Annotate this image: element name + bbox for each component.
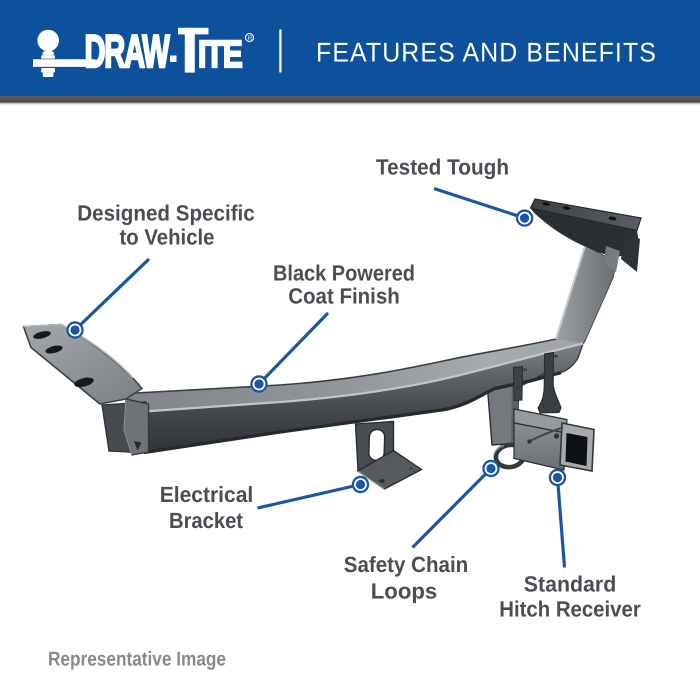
- svg-text:Safety Chain: Safety Chain: [344, 552, 469, 577]
- svg-text:Loops: Loops: [371, 579, 438, 604]
- svg-text:ITE: ITE: [198, 34, 242, 76]
- svg-text:Bracket: Bracket: [169, 508, 244, 533]
- svg-text:Coat Finish: Coat Finish: [288, 284, 400, 309]
- svg-text:Representative Image: Representative Image: [48, 649, 226, 671]
- svg-text:to Vehicle: to Vehicle: [120, 225, 215, 250]
- svg-text:Hitch Receiver: Hitch Receiver: [499, 597, 641, 622]
- svg-text:Electrical: Electrical: [160, 482, 254, 507]
- svg-text:Standard: Standard: [524, 572, 617, 597]
- svg-text:Designed Specific: Designed Specific: [77, 201, 255, 226]
- svg-text:FEATURES AND BENEFITS: FEATURES AND BENEFITS: [316, 38, 657, 68]
- svg-text:Tested Tough: Tested Tough: [376, 155, 509, 180]
- svg-text:R: R: [248, 35, 253, 42]
- svg-text:Black Powered: Black Powered: [273, 261, 415, 286]
- svg-text:DRAW: DRAW: [85, 25, 171, 77]
